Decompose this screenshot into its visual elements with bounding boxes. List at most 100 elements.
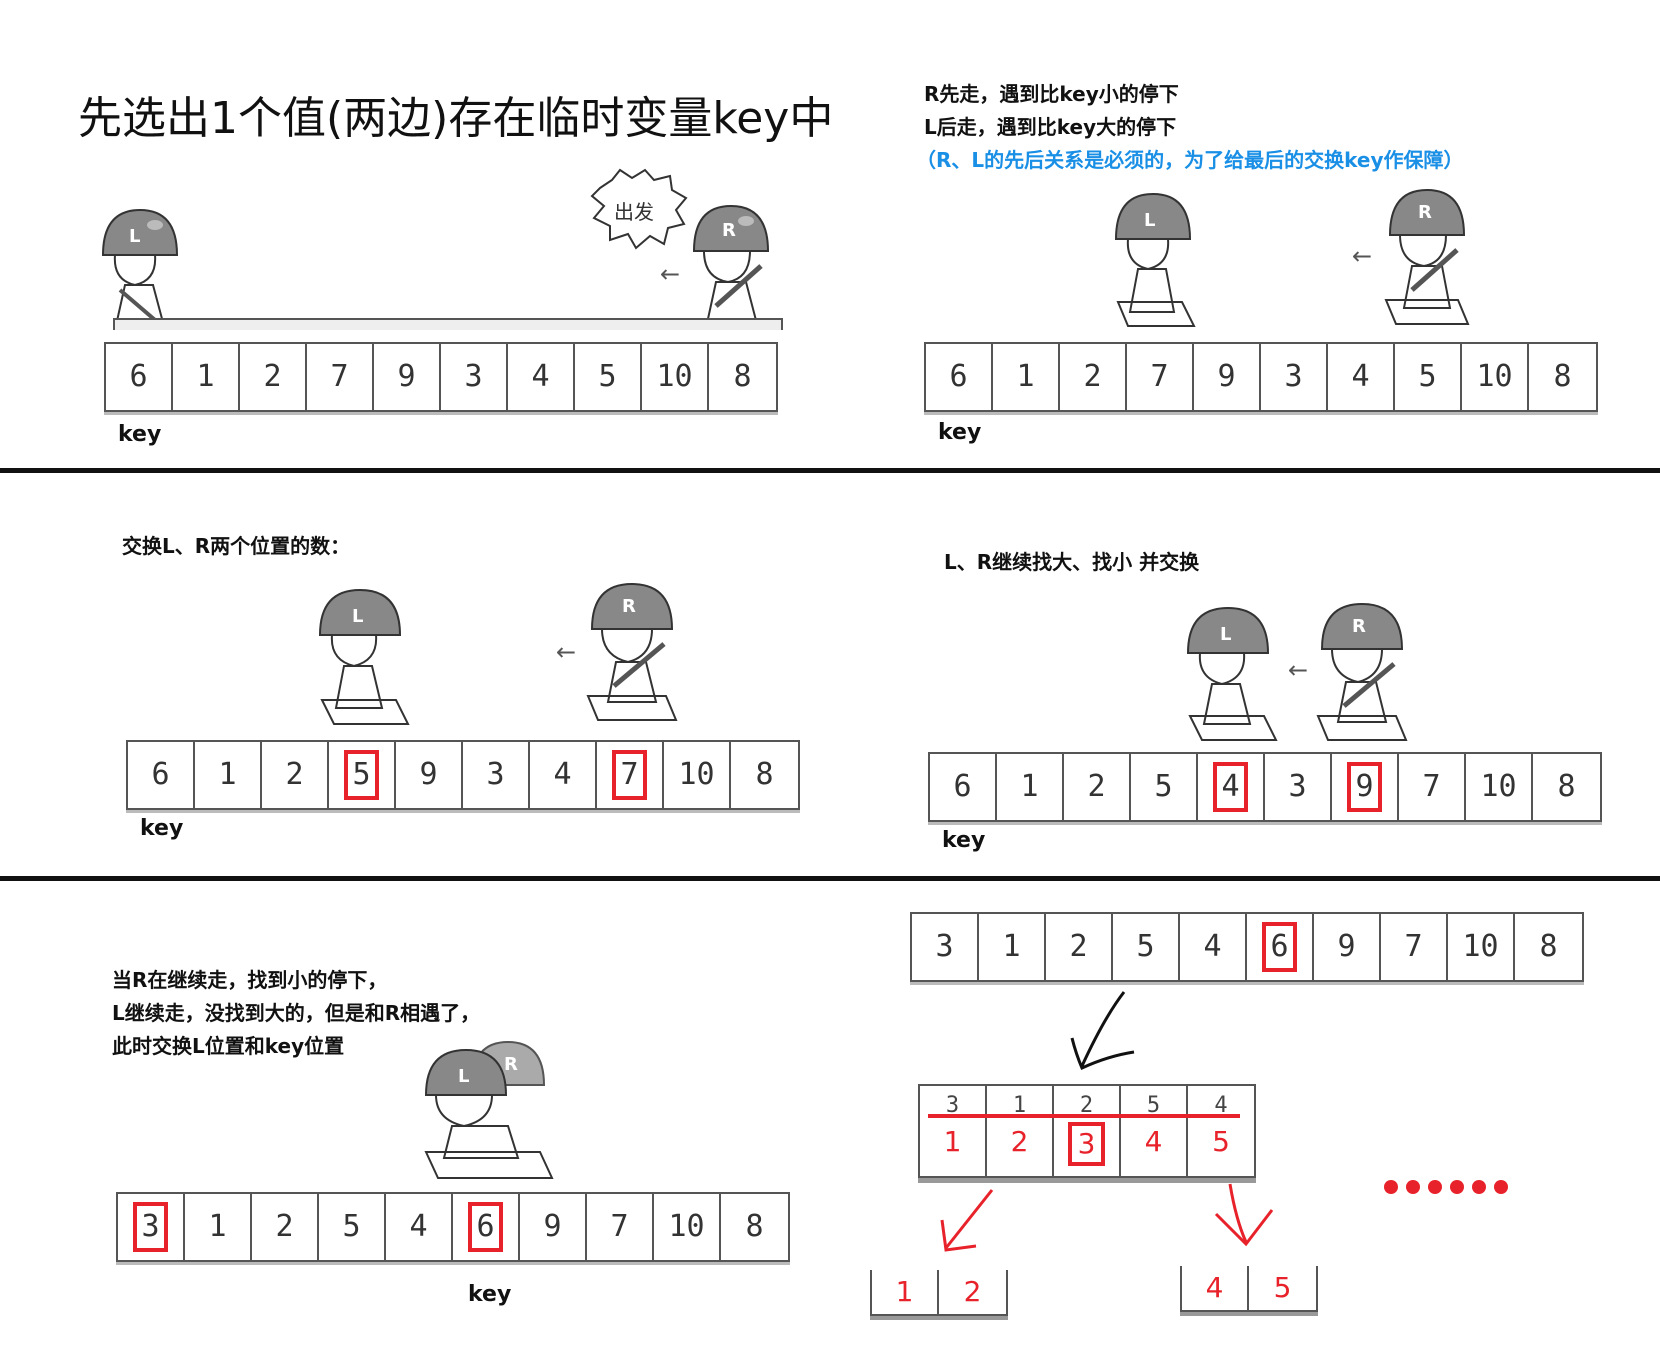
array-cell-highlighted: 9 [1332, 754, 1399, 820]
main-title: 先选出1个值(两边)存在临时变量key中 [78, 93, 834, 144]
rule-line-1: R先走，遇到比key小的停下 [924, 82, 1179, 106]
array-cell: 9 [1194, 344, 1261, 410]
rule-line-2: L后走，遇到比key大的停下 [924, 115, 1177, 139]
array-panel-3: 6 1 2 5 9 3 4 7 10 8 [126, 740, 800, 810]
array-panel-4: 6 1 2 5 4 3 9 7 10 8 [928, 752, 1602, 822]
array-cell: 4 [530, 742, 597, 808]
array-panel-6-top: 3 1 2 5 4 6 9 7 10 8 [910, 912, 1584, 982]
array-cell: 2 [1064, 754, 1131, 820]
array-cell: 10 [642, 344, 709, 410]
array-cell-highlighted: 6 [453, 1194, 520, 1260]
array-cell-highlighted: 7 [597, 742, 664, 808]
array-cell: 9 [1314, 914, 1381, 980]
dot [1384, 1180, 1398, 1194]
key-label: key [118, 422, 162, 447]
array-cell: 2 [262, 742, 329, 808]
dot [1450, 1180, 1464, 1194]
soldier-l-illustration: L [101, 208, 179, 330]
dot [1428, 1180, 1442, 1194]
dot [1406, 1180, 1420, 1194]
array-cell-highlighted: 5 [329, 742, 396, 808]
array-cell: 8 [733, 359, 752, 394]
array-cell: 7 [1127, 344, 1194, 410]
down-left-arrow-icon [940, 1189, 994, 1252]
array-cell: 10 [664, 742, 731, 808]
array-cell: 5 [575, 344, 642, 410]
array-cell: 6 [128, 742, 195, 808]
soldier-l-label: L [1220, 624, 1231, 645]
key-label: key [942, 828, 986, 853]
array-cell: 3 [463, 742, 530, 808]
section-divider [0, 468, 1660, 473]
array-cell: 1 [195, 742, 262, 808]
left-arrow-icon: ← [556, 638, 577, 666]
array-cell: 5 [319, 1194, 386, 1260]
array-cell: 7 [1399, 754, 1466, 820]
array-cell: 2 [240, 344, 307, 410]
array-cell: 1 [173, 344, 240, 410]
soldier-r-illustration: R [1384, 188, 1470, 325]
array-cell: 5 [1113, 914, 1180, 980]
soldier-l-label: L [352, 606, 363, 627]
array-cell: 2 [963, 1275, 982, 1308]
panel-4-note: L、R继续找大、找小 并交换 [944, 550, 1200, 574]
soldier-l-label: L [458, 1066, 469, 1087]
panel-5-note-line-3: 此时交换L位置和key位置 [112, 1034, 345, 1058]
soldier-r-label: R [504, 1054, 518, 1075]
array-cell: 4 [508, 344, 575, 410]
down-arrow-icon [1214, 1183, 1274, 1247]
soldier-r-label: R [1418, 202, 1432, 223]
array-panel-5: 3 1 2 5 4 6 9 7 10 8 [116, 1192, 790, 1262]
array-cell: 5 [1131, 754, 1198, 820]
soldier-r-illustration: R [1316, 602, 1408, 741]
array-cell-highlighted: 6 [1247, 914, 1314, 980]
array-cell: 4 [1182, 1266, 1249, 1310]
speech-bubble [590, 168, 688, 250]
array-cell: 7 [587, 1194, 654, 1260]
soldier-l-illustration: L [318, 588, 410, 725]
array-cell: 8 [745, 1209, 764, 1244]
array-cell: 1 [993, 344, 1060, 410]
array-cell: 6 [930, 754, 997, 820]
array-cell: 10 [1462, 344, 1529, 410]
soldier-l-illustration: L [1186, 606, 1278, 741]
array-cell: 7 [307, 344, 374, 410]
left-arrow-icon: ← [660, 260, 681, 288]
section-divider [0, 876, 1660, 881]
array-cell: 5 [1395, 344, 1462, 410]
dot [1472, 1180, 1486, 1194]
array-cell: 8 [1553, 359, 1572, 394]
array-cell: 3 [912, 914, 979, 980]
strike-line [928, 1114, 1240, 1118]
array-cell: 3 [1265, 754, 1332, 820]
array-lid [113, 318, 783, 330]
array-cell: 2 [1060, 344, 1127, 410]
left-arrow-icon: ← [1288, 656, 1309, 684]
array-cell-highlighted: 4 [1198, 754, 1265, 820]
array-panel-2: 6 1 2 7 9 3 4 5 10 8 [924, 342, 1598, 412]
array-cell: 9 [396, 742, 463, 808]
down-left-arrow-icon [1070, 991, 1135, 1071]
array-panel-6-left: 1 2 [870, 1270, 1008, 1316]
key-label: key [468, 1282, 512, 1307]
array-cell: 2 [252, 1194, 319, 1260]
speech-bubble-text: 出发 [614, 200, 654, 224]
array-panel-6-right: 4 5 [1180, 1266, 1318, 1312]
rule-line-3: （R、L的先后关系是必须的，为了给最后的交换key作保障） [916, 148, 1464, 172]
array-cell: 1 [997, 754, 1064, 820]
panel-3-note: 交换L、R两个位置的数： [122, 534, 351, 558]
array-cell: 6 [926, 344, 993, 410]
panel-5-note-line-2: L继续走，没找到大的，但是和R相遇了， [112, 1001, 481, 1025]
key-label: key [140, 816, 184, 841]
array-cell: 3 [1261, 344, 1328, 410]
soldier-r-label: R [622, 596, 636, 617]
soldiers-meeting-illustration: L R [424, 1040, 554, 1179]
soldier-r-illustration: R [692, 204, 770, 329]
array-cell: 6 [106, 344, 173, 410]
soldier-l-label: L [129, 226, 140, 247]
soldier-l-illustration: L [1114, 192, 1196, 327]
